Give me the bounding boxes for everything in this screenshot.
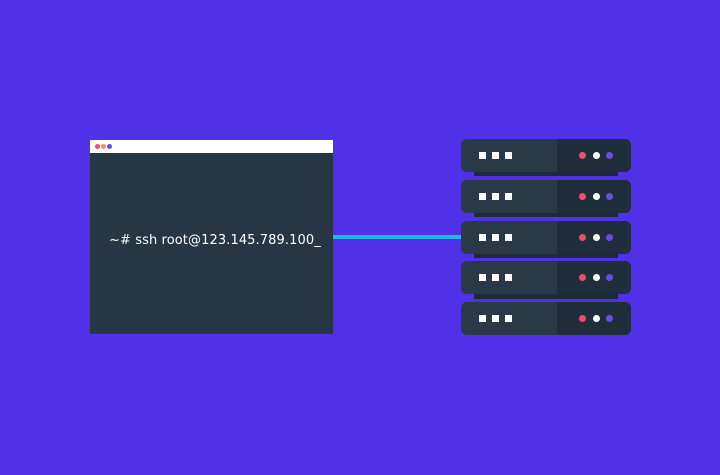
status-led-purple-icon	[606, 315, 613, 322]
server-rack-illustration	[461, 139, 631, 335]
status-led-red-icon	[579, 234, 586, 241]
status-led-purple-icon	[606, 274, 613, 281]
status-led-red-icon	[579, 193, 586, 200]
drive-bay-icon	[505, 193, 512, 200]
status-led-red-icon	[579, 315, 586, 322]
drive-bay-icon	[492, 152, 499, 159]
rack-joint	[474, 252, 618, 258]
status-led-purple-icon	[606, 234, 613, 241]
maximize-dot-icon	[107, 144, 112, 149]
minimize-dot-icon	[101, 144, 106, 149]
status-led-purple-icon	[606, 193, 613, 200]
drive-bay-icon	[479, 274, 486, 281]
terminal-command-text: ~# ssh root@123.145.789.100_	[109, 233, 321, 248]
server-unit	[461, 139, 631, 172]
server-unit	[461, 221, 631, 254]
status-led-white-icon	[593, 274, 600, 281]
close-dot-icon	[95, 144, 100, 149]
drive-bay-icon	[505, 152, 512, 159]
status-led-white-icon	[593, 152, 600, 159]
rack-joint	[474, 293, 618, 299]
terminal-window: ~# ssh root@123.145.789.100_	[90, 140, 333, 334]
drive-bay-icon	[492, 234, 499, 241]
drive-bay-icon	[479, 315, 486, 322]
drive-bay-icon	[479, 193, 486, 200]
drive-bay-icon	[479, 152, 486, 159]
server-unit	[461, 180, 631, 213]
rack-joint	[474, 211, 618, 217]
connection-line	[333, 235, 462, 239]
drive-bay-icon	[505, 234, 512, 241]
status-led-white-icon	[593, 315, 600, 322]
drive-bay-icon	[505, 315, 512, 322]
status-led-red-icon	[579, 274, 586, 281]
status-led-red-icon	[579, 152, 586, 159]
rack-joint	[474, 170, 618, 176]
drive-bay-icon	[492, 274, 499, 281]
server-unit	[461, 261, 631, 294]
terminal-titlebar	[90, 140, 333, 153]
drive-bay-icon	[479, 234, 486, 241]
status-led-purple-icon	[606, 152, 613, 159]
drive-bay-icon	[505, 274, 512, 281]
drive-bay-icon	[492, 315, 499, 322]
status-led-white-icon	[593, 234, 600, 241]
status-led-white-icon	[593, 193, 600, 200]
drive-bay-icon	[492, 193, 499, 200]
server-unit	[461, 302, 631, 335]
